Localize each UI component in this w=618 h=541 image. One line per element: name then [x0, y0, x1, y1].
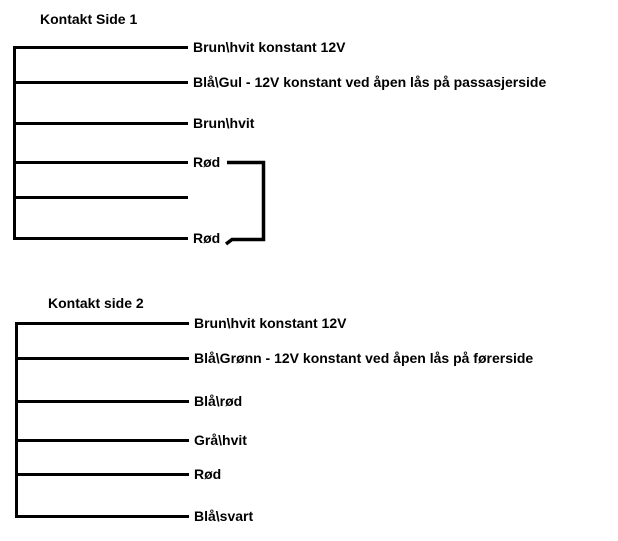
wire-line — [13, 196, 188, 199]
wire-line — [13, 46, 188, 49]
wire-line — [15, 322, 189, 325]
wire-line — [15, 439, 189, 442]
wire-label: Brun\hvit — [193, 115, 255, 131]
wire-label: Rød — [193, 154, 221, 170]
wire-label: Grå\hvit — [194, 432, 247, 448]
connector-1-bus-line — [13, 46, 16, 240]
section-2-title: Kontakt side 2 — [48, 295, 144, 311]
wire-line — [13, 81, 188, 84]
connector-2-bus-line — [15, 322, 18, 518]
wire-line — [13, 237, 188, 240]
wire-line — [15, 515, 189, 518]
jumper-bracket — [224, 160, 266, 246]
wire-line — [13, 122, 188, 125]
wire-line — [15, 400, 189, 403]
wire-label: Blå\rød — [194, 393, 243, 409]
wire-label: Blå\Gul - 12V konstant ved åpen lås på p… — [193, 74, 547, 90]
wire-line — [15, 473, 189, 476]
wire-label: Brun\hvit konstant 12V — [193, 39, 346, 55]
wire-label: Rød — [194, 466, 222, 482]
wire-line — [13, 161, 188, 164]
wire-label: Rød — [193, 230, 221, 246]
wire-label: Blå\Grønn - 12V konstant ved åpen lås på… — [194, 350, 534, 366]
wire-line — [15, 357, 189, 360]
wire-label: Blå\svart — [194, 508, 254, 524]
section-1-title: Kontakt Side 1 — [40, 11, 138, 27]
wire-label: Brun\hvit konstant 12V — [194, 315, 347, 331]
